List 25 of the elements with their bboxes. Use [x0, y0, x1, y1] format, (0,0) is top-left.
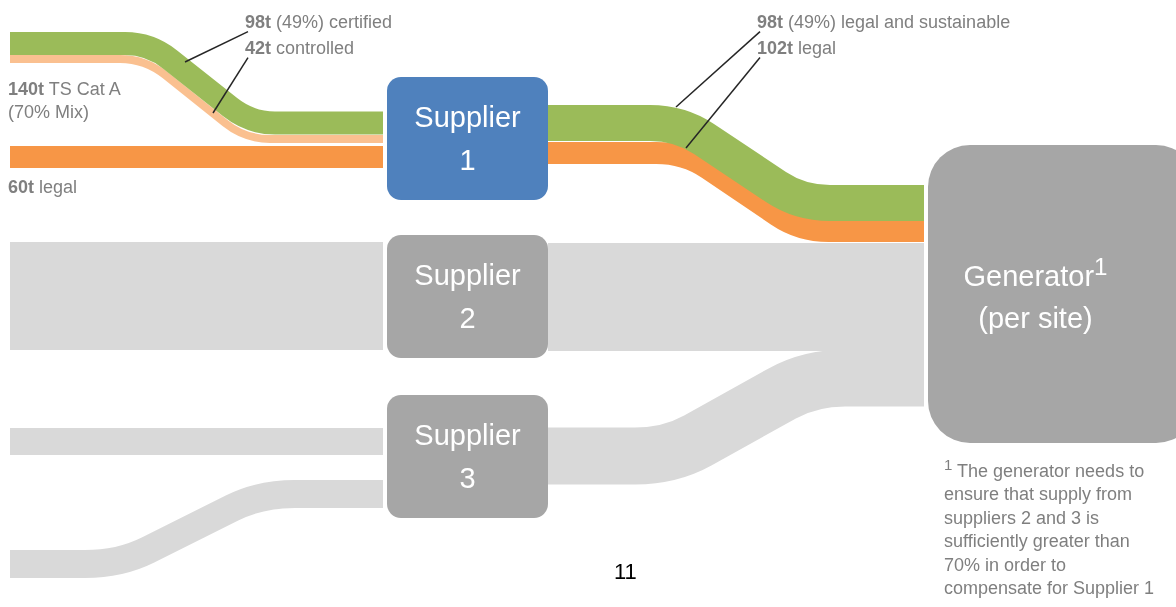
flow-band [10, 32, 383, 135]
leader-line [184, 30, 249, 63]
page-number: 11 [614, 558, 638, 586]
supplier-box: Supplier 2 [387, 235, 548, 358]
flow-band [10, 146, 383, 168]
supplier-box: Supplier 1 [387, 77, 548, 200]
leader-line [212, 56, 249, 114]
supplier-box: Supplier 3 [387, 395, 548, 518]
flow-band [548, 349, 924, 485]
leader-line [675, 30, 761, 108]
flow-band [548, 243, 924, 351]
flow-annotation: 98t (49%) certified [245, 12, 393, 34]
flow-band [10, 242, 383, 350]
flow-annotation: 98t (49%) legal and sustainable [757, 12, 1011, 34]
flow-annotation: 102t legal [757, 38, 837, 60]
flow-band [10, 428, 383, 455]
leader-line [685, 56, 761, 149]
flow-annotation: 42t controlled [245, 38, 355, 60]
flow-annotation: 140t TS Cat A (70% Mix) [8, 78, 122, 125]
flow-band [548, 142, 924, 242]
generator-box: Generator$^{1}$ (per site) [928, 145, 1176, 443]
flow-band [548, 105, 924, 221]
flow-annotation: 60t legal [8, 176, 79, 199]
footnote: $^{1}$ The generator needs to ensure that supply from suppliers 2 and 3 is sufficiently greater than 70% in order to compensate for Supplier 1 [944, 455, 1156, 600]
flow-band [10, 480, 383, 578]
